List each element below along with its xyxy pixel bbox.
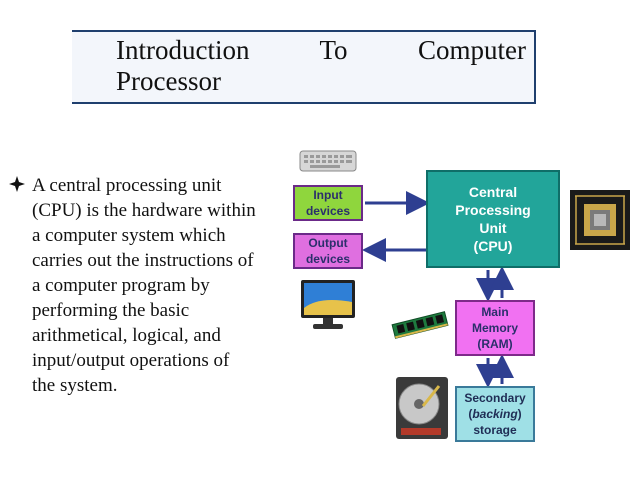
title-word-3: Computer xyxy=(418,35,527,65)
ram-module-icon xyxy=(391,311,449,339)
title-line-2: Processor xyxy=(116,66,221,96)
output-devices-label: Output devices xyxy=(305,236,351,266)
cpu-chip-icon xyxy=(570,190,630,250)
secondary-storage-label: Secondary (backing) storage xyxy=(464,390,525,438)
cpu-diagram: Input devices Output devices Central Pro… xyxy=(285,142,638,452)
bullet-text: A central processing unit (CPU) is the h… xyxy=(32,175,256,396)
cpu-label: Central Processing Unit (CPU) xyxy=(455,184,531,254)
title-line-1: Introduction To Computer xyxy=(116,35,526,66)
storage-paren-close: ) xyxy=(517,407,522,421)
input-devices-box: Input devices xyxy=(293,185,363,221)
secondary-storage-box: Secondary (backing) storage xyxy=(455,386,535,442)
storage-paren-open: ( xyxy=(468,407,473,421)
storage-line-1: Secondary xyxy=(464,391,526,405)
title-word-2: To xyxy=(319,35,348,65)
cpu-box: Central Processing Unit (CPU) xyxy=(426,170,560,268)
title-banner xyxy=(72,30,536,104)
keyboard-icon xyxy=(299,150,357,172)
hard-drive-icon xyxy=(396,377,448,439)
main-memory-label: Main Memory (RAM) xyxy=(471,305,518,351)
input-devices-label: Input devices xyxy=(305,188,351,218)
bullet-item: A central processing unit (CPU) is the h… xyxy=(8,173,256,398)
output-devices-box: Output devices xyxy=(293,233,363,269)
diagram-arrows xyxy=(362,191,514,388)
storage-line-3: storage xyxy=(473,423,517,437)
title-word-1: Introduction xyxy=(116,35,250,65)
storage-backing-word: backing xyxy=(472,407,518,421)
main-memory-box: Main Memory (RAM) xyxy=(455,300,535,356)
page-title: Introduction To Computer Processor xyxy=(116,35,526,97)
bullet-diamond-icon xyxy=(9,176,25,192)
storage-line-2: (backing) xyxy=(464,406,525,422)
monitor-icon xyxy=(301,280,355,329)
